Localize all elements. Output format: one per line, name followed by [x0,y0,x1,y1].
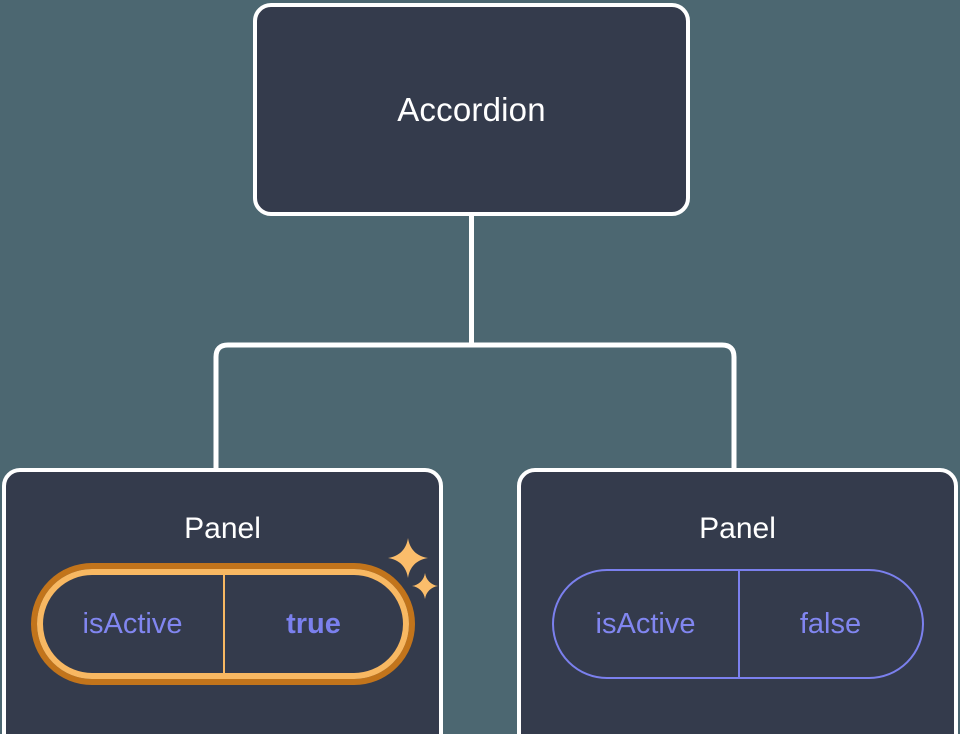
prop-name-isactive: isActive [595,607,696,640]
prop-value-false: false [737,571,922,677]
node-panel-active[interactable]: Panel isActive true [2,468,443,734]
sparkle-large-icon [388,538,428,578]
prop-name-isactive: isActive [82,607,183,640]
connector-branch-bar [213,342,737,470]
prop-pill-active[interactable]: isActive true [36,569,409,679]
prop-pill-inactive-wrapper: isActive false [551,569,924,679]
node-accordion[interactable]: Accordion [253,3,690,216]
prop-pill-active-wrapper: isActive true [30,563,415,685]
node-panel-inactive[interactable]: Panel isActive false [517,468,958,734]
prop-value-true: true [222,575,403,673]
node-panel-inactive-title: Panel [699,512,776,545]
node-accordion-title: Accordion [397,90,546,128]
sparkle-small-icon [412,573,438,599]
prop-pill-highlight-ring [30,563,415,685]
node-panel-active-title: Panel [184,512,261,545]
prop-pill-inactive[interactable]: isActive false [551,569,924,679]
